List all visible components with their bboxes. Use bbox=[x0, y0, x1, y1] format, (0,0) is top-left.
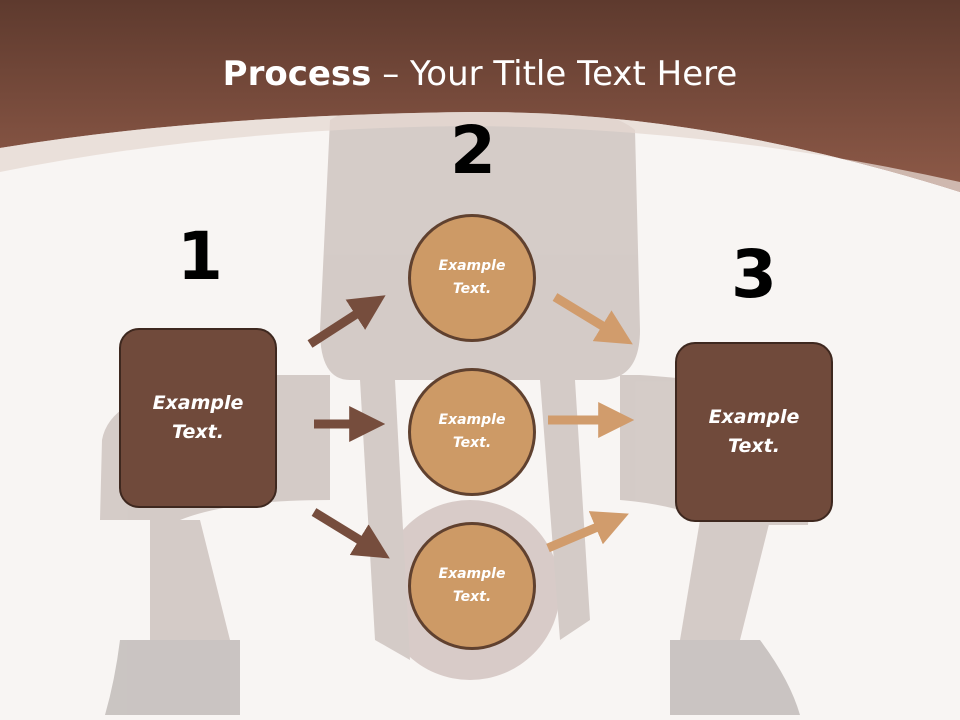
step-number-2: 2 bbox=[450, 112, 496, 189]
slide-title: Process – Your Title Text Here bbox=[0, 52, 960, 96]
step-3-box: Example Text. bbox=[675, 342, 833, 522]
step-number-3: 3 bbox=[731, 236, 777, 313]
title-bold: Process bbox=[222, 54, 372, 94]
step-2-item-2-label: Example Text. bbox=[438, 412, 506, 451]
step-2-item-3-label: Example Text. bbox=[438, 566, 506, 605]
step-2-circle-middle: Example Text. bbox=[408, 368, 536, 496]
arrow-top-to-3 bbox=[552, 293, 633, 345]
step-1-label: Example Text. bbox=[152, 392, 244, 443]
step-2-item-1-label: Example Text. bbox=[438, 258, 506, 297]
step-2-circle-top: Example Text. bbox=[408, 214, 536, 342]
title-separator: – bbox=[371, 54, 411, 94]
step-number-1: 1 bbox=[177, 218, 223, 295]
step-2-circle-bottom: Example Text. bbox=[408, 522, 536, 650]
step-3-label: Example Text. bbox=[708, 406, 800, 457]
step-1-box: Example Text. bbox=[119, 328, 277, 508]
title-text: Your Title Text Here bbox=[410, 54, 738, 94]
arrow-1-to-bottom bbox=[311, 508, 390, 559]
arrow-1-to-top bbox=[307, 295, 386, 348]
arrow-bottom-to-3 bbox=[546, 511, 629, 553]
